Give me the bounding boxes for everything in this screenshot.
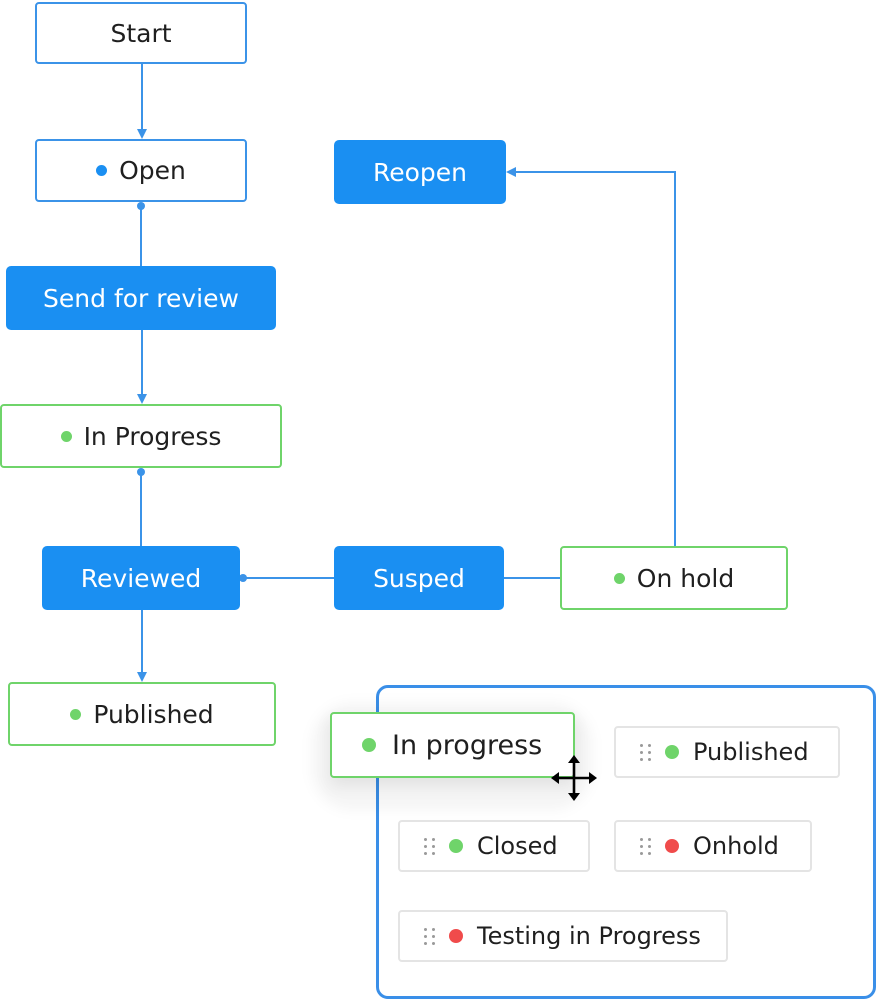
connector-onhold-reopen	[506, 167, 676, 546]
transition-reopen[interactable]: Reopen	[334, 140, 506, 204]
state-open[interactable]: Open	[35, 139, 247, 202]
transition-reviewed[interactable]: Reviewed	[42, 546, 240, 610]
start-node[interactable]: Start	[35, 2, 247, 64]
drag-handle-icon[interactable]	[640, 837, 651, 855]
status-dot-green	[362, 738, 376, 752]
connector-port	[137, 202, 145, 210]
status-dot-blue	[96, 165, 108, 176]
transition-suspend[interactable]: Susped	[334, 546, 504, 610]
transition-suspend-label: Susped	[373, 563, 465, 593]
palette-item-label: Onhold	[693, 832, 779, 860]
transition-reviewed-label: Reviewed	[80, 563, 202, 593]
state-in-progress[interactable]: In Progress	[0, 404, 282, 468]
palette-item-onhold[interactable]: Onhold	[614, 820, 812, 872]
state-published[interactable]: Published	[8, 682, 276, 746]
transition-reopen-label: Reopen	[372, 157, 468, 187]
transition-send-for-review[interactable]: Send for review	[6, 266, 276, 330]
palette-item-published[interactable]: Published	[614, 726, 840, 778]
state-open-label: Open	[119, 156, 186, 185]
dragged-state-label: In progress	[392, 729, 543, 761]
drag-handle-icon[interactable]	[424, 837, 435, 855]
palette-item-label: Testing in Progress	[477, 922, 701, 950]
palette-item-testing-in-progress[interactable]: Testing in Progress	[398, 910, 728, 962]
dragged-state-in-progress[interactable]: In progress	[330, 712, 575, 778]
status-dot-red	[449, 929, 463, 943]
state-in-progress-label: In Progress	[83, 421, 222, 451]
status-dot-green	[60, 430, 72, 442]
state-on-hold-label: On hold	[636, 563, 735, 593]
status-dot-red	[665, 839, 679, 853]
state-on-hold[interactable]: On hold	[560, 546, 788, 610]
status-dot-green	[665, 745, 679, 759]
drag-handle-icon[interactable]	[640, 743, 651, 761]
palette-item-label: Closed	[477, 832, 558, 860]
status-dot-green	[70, 708, 82, 720]
connector-port	[137, 468, 145, 476]
palette-item-label: Published	[693, 738, 809, 766]
palette-item-closed[interactable]: Closed	[398, 820, 590, 872]
status-dot-green	[613, 572, 625, 584]
status-dot-green	[449, 839, 463, 853]
drag-handle-icon[interactable]	[424, 927, 435, 945]
state-published-label: Published	[93, 699, 214, 729]
start-label: Start	[110, 18, 172, 48]
connector-port	[239, 574, 247, 582]
move-arrows-icon	[551, 755, 597, 801]
transition-send-for-review-label: Send for review	[43, 283, 239, 313]
